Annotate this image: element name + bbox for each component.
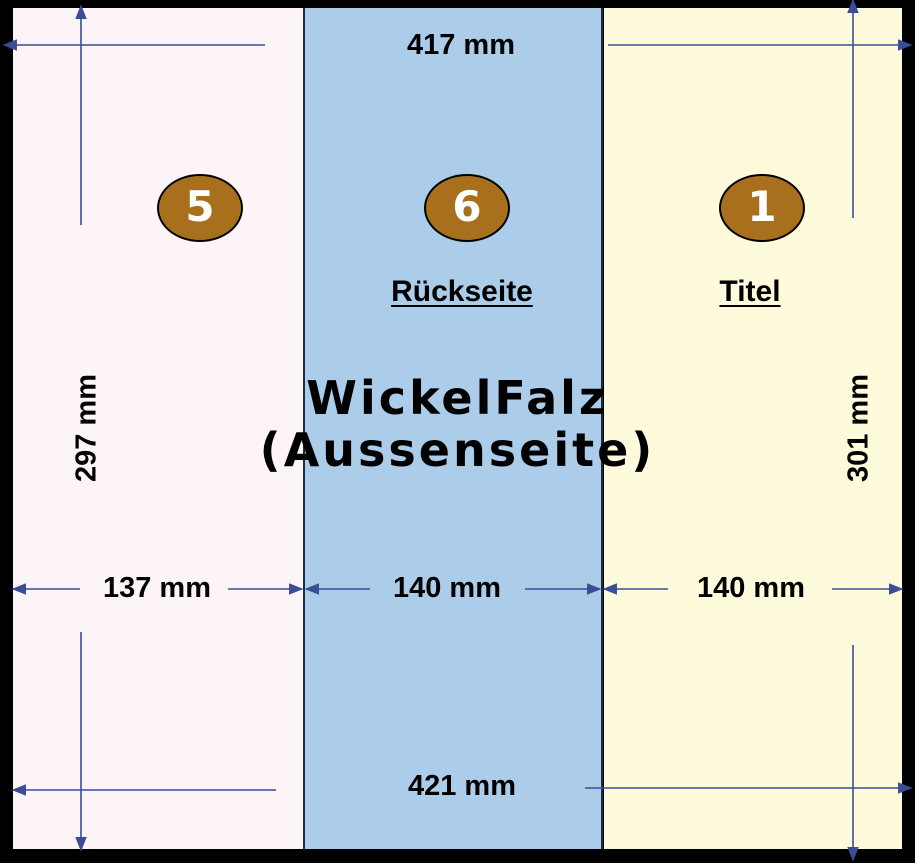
page-number-badge-1: 1 [719, 174, 805, 242]
dimension-right-height: 301 mm [842, 373, 875, 483]
diagram-title-line1: WickelFalz [306, 371, 609, 425]
dimension-top-width: 417 mm [406, 29, 516, 61]
panel-label-title: Titel [719, 275, 781, 308]
diagram-title-line2: (Aussenseite) [259, 423, 656, 477]
diagram-title: WickelFalz (Aussenseite) [0, 372, 915, 476]
dimension-left-height: 297 mm [70, 373, 103, 483]
panel-6-back [304, 8, 602, 849]
dimension-panel-1-width: 140 mm [696, 572, 806, 604]
dimension-bottom-width: 421 mm [407, 770, 517, 802]
page-number-badge-6: 6 [424, 174, 510, 242]
fold-line-right [601, 8, 603, 849]
panel-label-back: Rückseite [391, 275, 533, 308]
panel-5 [13, 8, 303, 849]
dimension-panel-6-width: 140 mm [392, 572, 502, 604]
page-number-badge-5: 5 [157, 174, 243, 242]
fold-line-left [303, 8, 305, 849]
dimension-panel-5-width: 137 mm [102, 572, 212, 604]
